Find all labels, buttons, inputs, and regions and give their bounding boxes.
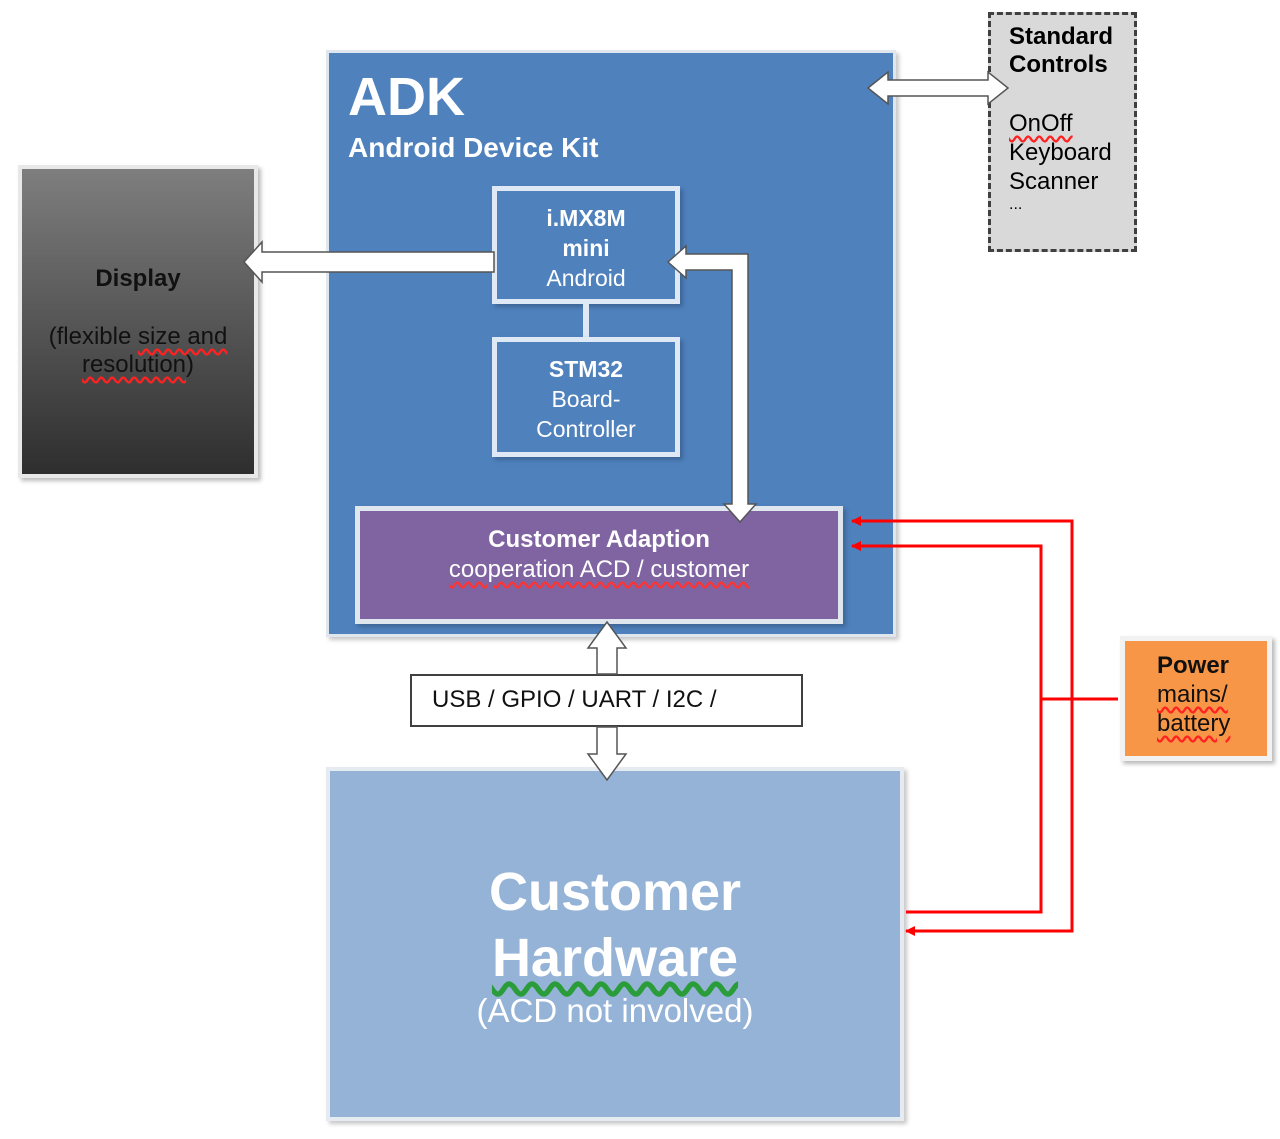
control-item-more: ... [1009, 196, 1023, 213]
imx-line2: mini [562, 235, 610, 261]
adk-title: ADK [348, 67, 465, 127]
arrow-adaption-to-imx [666, 244, 758, 524]
power-lines [851, 516, 1118, 936]
display-note-word1: size and [137, 323, 228, 350]
customer-adaption-subtitle: cooperation ACD / customer [448, 556, 750, 583]
control-item-keyboard: Keyboard [1009, 139, 1112, 166]
imx-line3: Android [546, 265, 626, 291]
arrow-to-display [242, 240, 495, 284]
imx-line1: i.MX8M [546, 205, 626, 231]
customer-adaption-box: Customer Adaption cooperation ACD / cust… [355, 506, 843, 624]
stm-line3: Controller [536, 416, 636, 442]
adk-subtitle: Android Device Kit [348, 132, 599, 163]
hardware-line2: Hardware [491, 928, 739, 988]
hardware-line1: Customer [488, 862, 742, 922]
power-title: Power [1157, 652, 1230, 679]
power-line-inner-bottom [906, 699, 1043, 914]
hardware-line3: (ACD not involved) [476, 992, 754, 1029]
power-line-outer-bottom [905, 699, 1074, 936]
imx-stm-connector [583, 304, 589, 337]
display-note-word2: resolution [81, 351, 187, 378]
arrow-bus-up [586, 620, 628, 675]
bus-label: USB / GPIO / UART / I2C / [410, 674, 803, 727]
customer-hardware-box: Customer Hardware (ACD not involved) [326, 767, 904, 1121]
power-line-inner-top [851, 541, 1043, 699]
arrow-adk-standard-controls [866, 70, 1010, 106]
display-title: Display [95, 265, 181, 292]
power-line-outer-top [851, 516, 1074, 699]
stm-line1: STM32 [548, 356, 624, 382]
power-line3: battery [1157, 710, 1231, 737]
stm32-box: STM32 Board- Controller [492, 337, 680, 457]
stm-line2: Board- [551, 386, 621, 412]
arrow-bus-down [586, 726, 628, 782]
standard-controls-list: OnOff Keyboard Scanner ... [1009, 109, 1134, 214]
display-note-suffix: ) [186, 351, 195, 378]
standard-controls-title: Standard Controls [1009, 23, 1114, 78]
display-note-prefix: (flexible [48, 323, 138, 350]
standard-controls-box: Standard Controls OnOff Keyboard Scanner… [988, 12, 1137, 252]
power-box: Power mains/ battery [1120, 636, 1272, 761]
control-item-scanner: Scanner [1009, 168, 1099, 195]
customer-adaption-title: Customer Adaption [488, 526, 710, 553]
power-line2: mains/ [1157, 681, 1228, 708]
imx8m-mini-box: i.MX8M mini Android [492, 186, 680, 304]
control-item-onoff: OnOff [1009, 110, 1073, 137]
